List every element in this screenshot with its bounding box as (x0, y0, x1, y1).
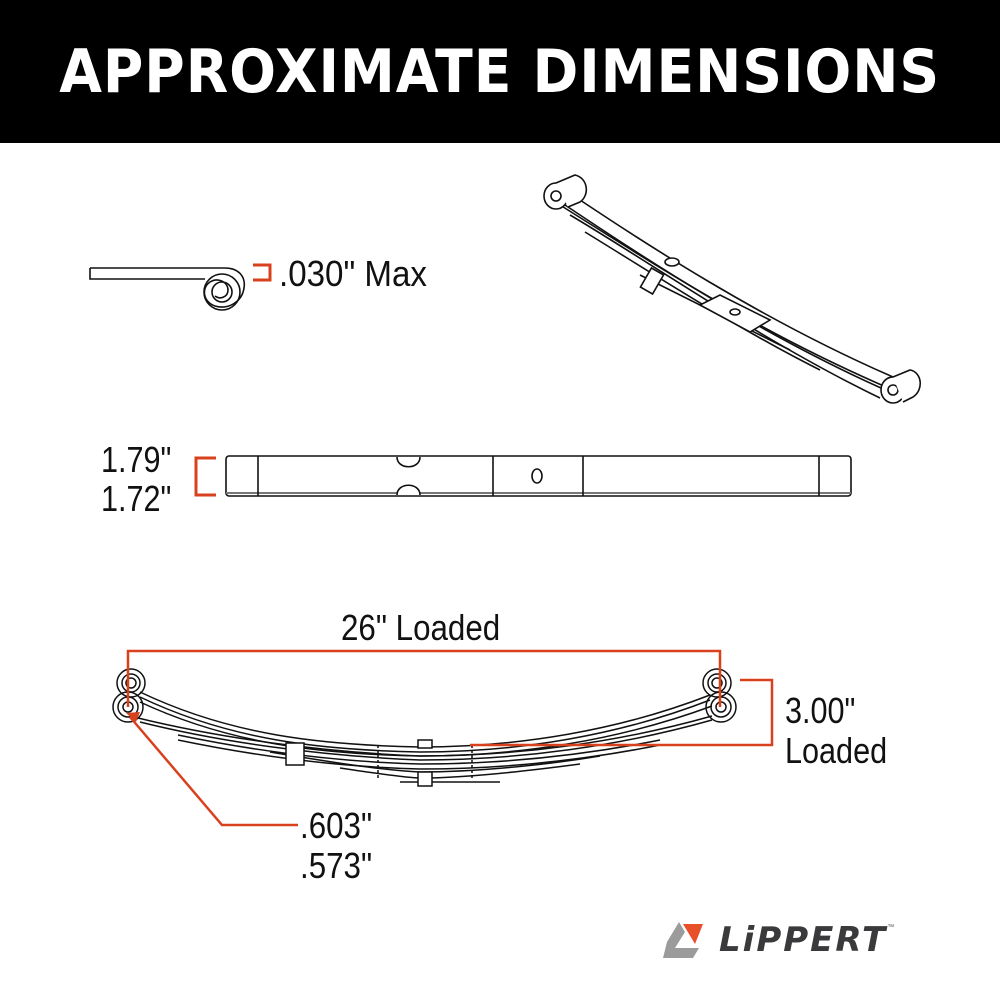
length-label: 26" Loaded (341, 607, 501, 648)
brand-name: LiPPERT (719, 920, 888, 960)
leaf-spring-side-view (112, 668, 737, 787)
brand-logo: LiPPERT ™ (663, 920, 894, 960)
eye-gap-label: .030" Max (279, 253, 427, 294)
leaf-spring-top-view (225, 455, 852, 497)
dimension-lines (126, 649, 774, 827)
eye-id-min-label: .573" (300, 845, 373, 886)
eye-id-max-label: .603" (300, 805, 373, 846)
arch-value-label: 3.00" (785, 690, 856, 731)
spring-eye-side-view (89, 267, 246, 311)
width-min-label: 1.72" (101, 478, 172, 519)
lippert-mark-icon (663, 922, 703, 958)
width-bracket (194, 456, 216, 497)
arch-loaded-label: Loaded (785, 730, 888, 771)
eye-gap-bracket (253, 263, 272, 282)
trademark: ™ (887, 924, 895, 931)
leaf-spring-isometric (543, 174, 921, 404)
arrowhead-icon (126, 712, 140, 722)
page-title: APPROXIMATE DIMENSIONS (59, 36, 941, 107)
header-banner: APPROXIMATE DIMENSIONS (0, 0, 1000, 143)
width-max-label: 1.79" (101, 439, 172, 480)
